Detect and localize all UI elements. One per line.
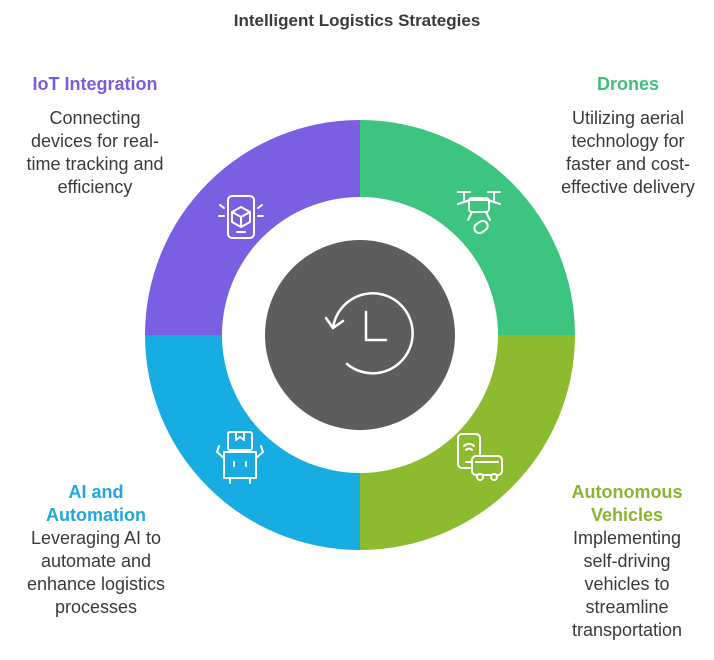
- drones-desc-line: technology for: [571, 131, 685, 151]
- drones-label: Drones Utilizing aerial technology for f…: [547, 73, 709, 199]
- drones-desc-line: effective delivery: [561, 177, 695, 197]
- robot-package-icon: [216, 431, 264, 484]
- autonomous-label: Autonomous Vehicles Implementing self-dr…: [545, 481, 709, 642]
- iot-desc-line: efficiency: [57, 177, 133, 197]
- ai-desc-line: enhance logistics: [26, 574, 166, 594]
- iot-label: IoT Integration Connecting devices for r…: [10, 73, 180, 199]
- autonomous-heading-line: Autonomous: [571, 482, 683, 502]
- autonomous-desc-line: vehicles to: [584, 574, 670, 594]
- iot-desc-line: time tracking and: [26, 154, 164, 174]
- ai-desc-line: automate and: [40, 551, 152, 571]
- ai-desc-line: Leveraging AI to: [30, 528, 162, 548]
- autonomous-desc-line: self-driving: [583, 551, 671, 571]
- drones-description: Utilizing aerial technology for faster a…: [547, 107, 709, 199]
- clock-history-icon: [324, 292, 414, 375]
- iot-heading: IoT Integration: [32, 74, 158, 94]
- drones-heading: Drones: [596, 74, 659, 94]
- center-hub: [265, 240, 455, 430]
- drones-desc-line: faster and cost-: [565, 154, 691, 174]
- ai-description: Leveraging AI to automate and enhance lo…: [8, 527, 184, 619]
- ai-label: AI and Automation Leveraging AI to autom…: [8, 481, 184, 619]
- iot-desc-line: devices for real-: [30, 131, 160, 151]
- iot-desc-line: Connecting: [49, 108, 141, 128]
- autonomous-desc-line: streamline: [585, 597, 669, 617]
- autonomous-desc-line: transportation: [571, 620, 683, 640]
- drones-desc-line: Utilizing aerial: [571, 108, 685, 128]
- drone-package-icon: [457, 191, 501, 235]
- iot-description: Connecting devices for real- time tracki…: [10, 107, 180, 199]
- ai-heading-line: Automation: [46, 505, 146, 525]
- autonomous-heading: Autonomous Vehicles: [545, 481, 709, 527]
- ai-heading-line: AI and: [68, 482, 124, 502]
- diagram-title: Intelligent Logistics Strategies: [233, 11, 481, 30]
- phone-bus-icon: [457, 433, 503, 481]
- autonomous-heading-line: Vehicles: [590, 505, 664, 525]
- ai-desc-line: processes: [54, 597, 138, 617]
- ai-heading: AI and Automation: [8, 481, 184, 527]
- autonomous-desc-line: Implementing: [572, 528, 682, 548]
- smartphone-box-icon: [218, 195, 264, 239]
- autonomous-description: Implementing self-driving vehicles to st…: [545, 527, 709, 642]
